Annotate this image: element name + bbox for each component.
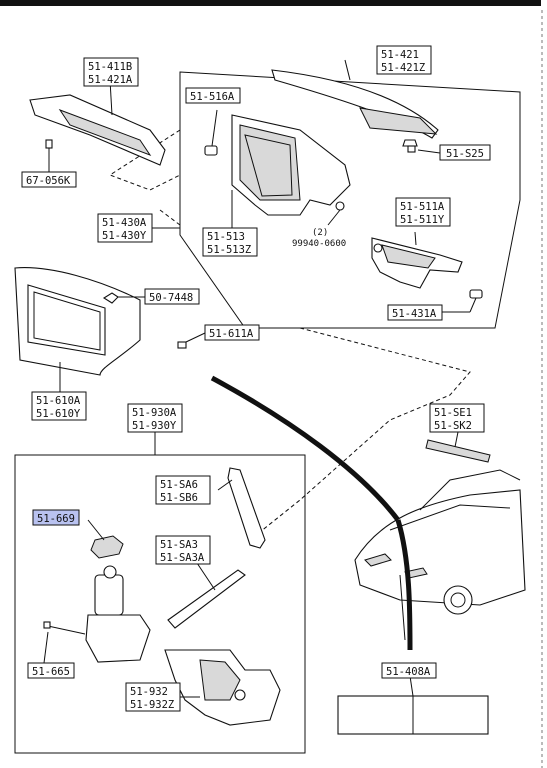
bracket-411b-part (29, 79, 166, 166)
strip-se1-part (425, 431, 491, 463)
label-51-sb6: 51-SB6 (160, 492, 198, 504)
label-51-932: 51-932 (130, 686, 168, 698)
pointer-arrow-main (210, 375, 400, 522)
label-51-431a: 51-431A (392, 308, 437, 320)
bolt-431a-part (469, 289, 483, 313)
label-51-930a: 51-930A (132, 407, 177, 419)
label-51-610a: 51-610A (36, 395, 81, 407)
label-51-930y: 51-930Y (132, 420, 177, 432)
label-51-511a: 51-511A (400, 201, 445, 213)
headlamp-housing-part (231, 114, 351, 216)
label-qty-2: (2) (312, 228, 328, 238)
bracket-932-part (164, 649, 281, 726)
bolt-516a-part (204, 109, 218, 156)
dashed-guide-3 (159, 209, 181, 226)
clip-50-7448-part (102, 292, 145, 304)
nut-99940-part (327, 201, 345, 226)
label-51-669: 51-669 (37, 513, 75, 525)
screw-611a-part (177, 332, 206, 349)
group-box-lower (14, 454, 306, 754)
label-51-430a: 51-430A (102, 217, 147, 229)
headlamp-bezel-part (14, 267, 141, 376)
label-51-932z: 51-932Z (130, 699, 174, 711)
label-51-sa6: 51-SA6 (160, 479, 198, 491)
label-51-421: 51-421 (381, 49, 419, 61)
top-border (0, 0, 541, 6)
headlamp-lid-part (271, 59, 439, 139)
label-51-513z: 51-513Z (207, 244, 251, 256)
label-51-408a: 51-408A (386, 666, 431, 678)
label-51-411b: 51-411B (88, 61, 132, 73)
pointer-arrow-secondary (395, 519, 413, 651)
group-box-upper (179, 71, 521, 329)
label-51-430y: 51-430Y (102, 230, 147, 242)
label-51-421z: 51-421Z (381, 62, 425, 74)
label-51-sa3: 51-SA3 (160, 539, 198, 551)
car-illustration (354, 469, 526, 641)
label-51-sk2: 51-SK2 (434, 420, 472, 432)
label-51-610y: 51-610Y (36, 408, 81, 420)
label-51-516a: 51-516A (190, 91, 235, 103)
dashed-guide-2 (249, 327, 471, 541)
label-51-511y: 51-511Y (400, 214, 445, 226)
motor-51-669-part (85, 519, 151, 663)
label-51-421a: 51-421A (88, 74, 133, 86)
label-51-513: 51-513 (207, 231, 245, 243)
label-50-7448: 50-7448 (149, 292, 193, 304)
bolt-665-part (43, 621, 86, 664)
label-51-se1: 51-SE1 (434, 407, 472, 419)
label-99940-0600: 99940-0600 (292, 239, 346, 249)
screw-67-056k-part (45, 139, 53, 172)
bracket-511a-part (371, 231, 463, 289)
link-sa6-part (217, 467, 266, 549)
label-51-s25: 51-S25 (446, 148, 484, 160)
dashed-guide-1 (108, 129, 181, 191)
label-67-056k: 67-056K (26, 175, 71, 187)
link-sa3-part (167, 559, 246, 629)
label-51-611a: 51-611A (209, 328, 254, 340)
label-51-665: 51-665 (32, 666, 70, 678)
label-51-sa3a: 51-SA3A (160, 552, 205, 564)
bolt-s25-part (402, 139, 441, 154)
caution-label-part (337, 675, 489, 735)
label-51-669-highlight (32, 509, 80, 526)
